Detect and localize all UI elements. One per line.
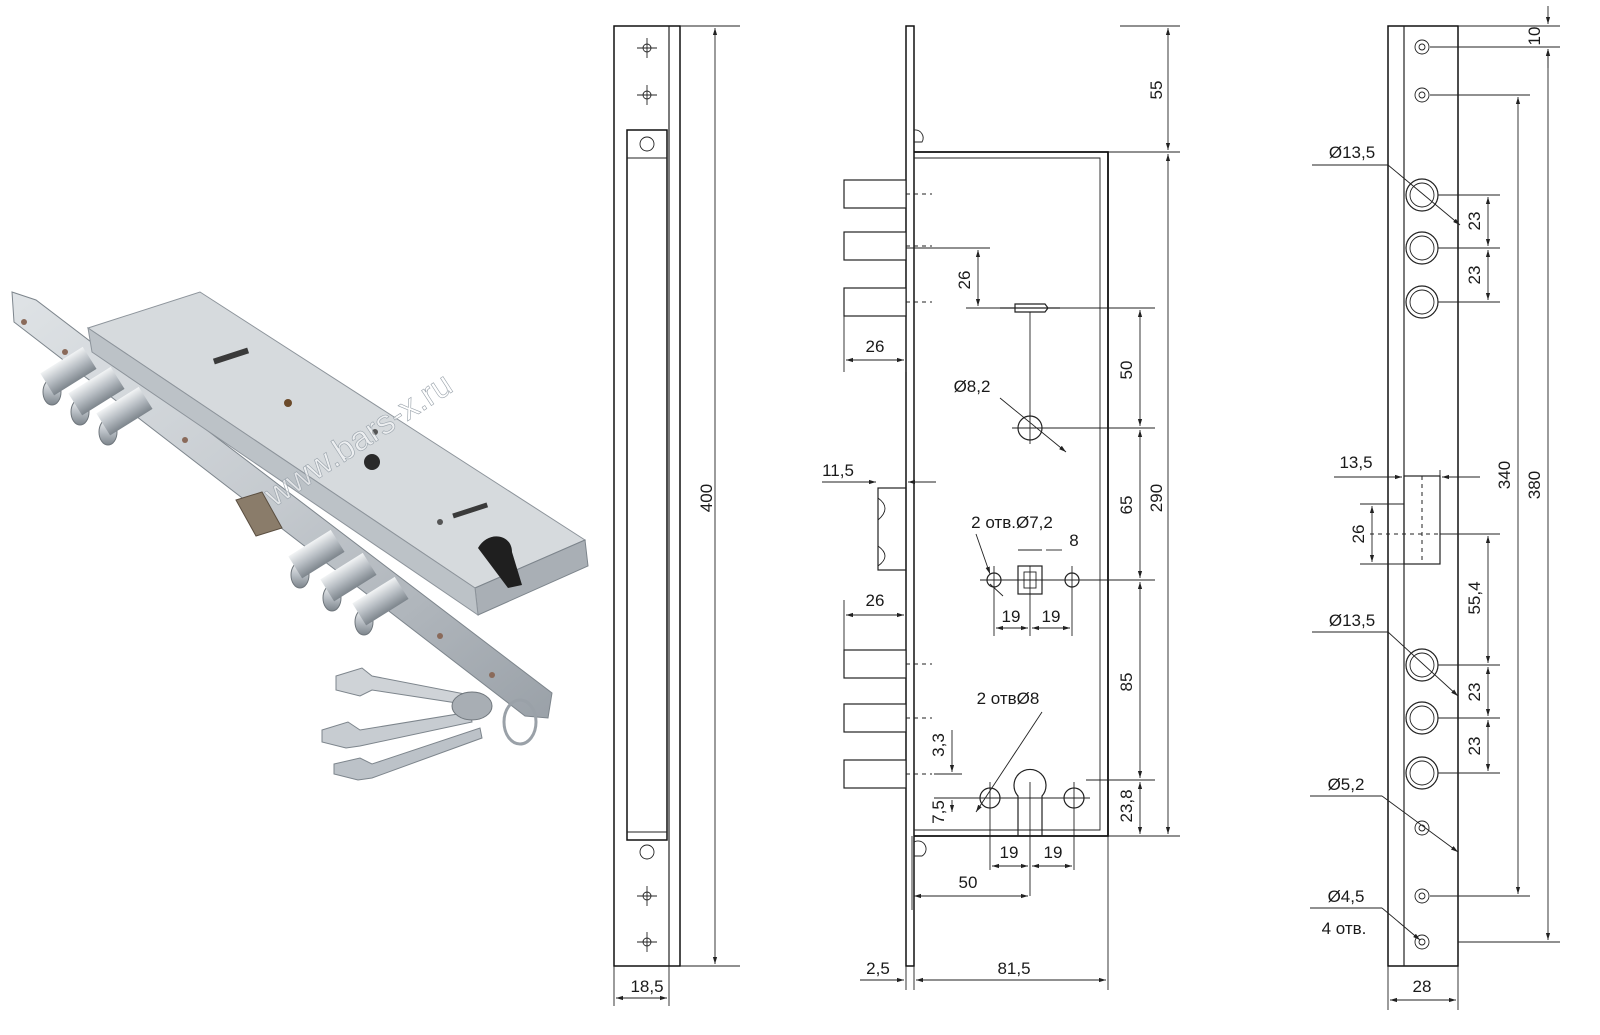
dim-overall-length: 380 <box>1525 471 1544 499</box>
dim-cyl-hole-offset: 7,5 <box>929 800 948 824</box>
lock-faceplate <box>905 25 915 967</box>
dim-screw-hole-small: Ø4,5 <box>1328 887 1365 906</box>
strike-screw-hole-icon <box>637 38 657 952</box>
dim-cyl-offset: 3,3 <box>929 733 948 757</box>
dim-bolt-length: 26 <box>866 337 885 356</box>
dim-backset: 50 <box>959 873 978 892</box>
lock-case-outline <box>914 151 1109 837</box>
lower-bolts <box>288 529 409 636</box>
dim-bolt-pitch-lower-1: 23 <box>1465 683 1484 702</box>
dim-bolt-pitch-upper-1: 23 <box>1465 212 1484 231</box>
dim-bolt-hole-upper: Ø13,5 <box>1329 143 1375 162</box>
cylinder-cutout-icon <box>478 536 522 588</box>
dim-latch-height: 26 <box>1349 525 1368 544</box>
latch-bolt <box>235 491 283 537</box>
dim-mount-spacing: 340 <box>1495 461 1514 489</box>
dim-latch-to-bolt: 55,4 <box>1465 581 1484 614</box>
dim-lower-bolt-length: 26 <box>866 591 885 610</box>
dim-latch-offset: 11,5 <box>822 461 854 480</box>
dim-faceplate-width: 28 <box>1413 977 1432 996</box>
lock-latch <box>877 487 907 571</box>
dim-hole-spacing-top: 50 <box>1117 361 1136 380</box>
strike-plate-slot <box>626 129 668 841</box>
cylinder-cutout-drawing-icon <box>1013 768 1047 836</box>
dim-screw-hole-count: 4 отв. <box>1322 919 1367 938</box>
dim-hole-spacing-mid: 65 <box>1117 496 1136 515</box>
dim-spacing-right: 19 <box>1042 607 1061 626</box>
keys-icon <box>321 667 538 781</box>
upper-bolts <box>40 346 153 446</box>
dim-hole-spacing-low: 85 <box>1117 673 1136 692</box>
strike-plate-view: 400 18,5 <box>613 25 740 1006</box>
dim-strike-width: 18,5 <box>630 977 663 996</box>
dim-spindle-hole: Ø8,2 <box>954 377 991 396</box>
lock-body-view: 26 26 55 290 Ø8,2 50 65 85 23,8 <box>822 25 1180 990</box>
dim-body-bottom: 23,8 <box>1117 789 1136 822</box>
dim-bolt-pitch-upper-2: 23 <box>1465 266 1484 285</box>
dim-latch-width: 13,5 <box>1339 453 1372 472</box>
dim-body-height: 290 <box>1147 484 1166 512</box>
dim-spacing-left: 19 <box>1002 607 1021 626</box>
dim-two-holes-upper: 2 отв.Ø7,2 <box>971 513 1053 532</box>
dim-screw-hole-large: Ø5,2 <box>1328 775 1365 794</box>
dim-strike-height: 400 <box>697 484 716 512</box>
lock-bolts <box>843 179 932 789</box>
dim-case-depth: 81,5 <box>997 959 1030 978</box>
faceplate-strip <box>11 291 553 719</box>
dim-bolt-pitch: 26 <box>955 271 974 290</box>
faceplate-view: 10 380 340 23 23 Ø13,5 13,5 26 <box>1310 6 1560 1010</box>
dim-top-offset: 10 <box>1525 27 1544 46</box>
lock-photo: www.bars-x.ru <box>11 291 589 781</box>
dim-bolt-pitch-lower-2: 23 <box>1465 737 1484 756</box>
dim-body-top: 55 <box>1147 81 1166 100</box>
bolt-hole-icon <box>1405 178 1439 790</box>
dim-cyl-spacing-right: 19 <box>1044 843 1063 862</box>
dim-two-holes-lower: 2 отвØ8 <box>977 689 1040 708</box>
dim-faceplate-thickness: 2,5 <box>866 959 890 978</box>
dim-cyl-spacing-left: 19 <box>1000 843 1019 862</box>
dim-bolt-hole-lower: Ø13,5 <box>1329 611 1375 630</box>
spindle-hole-icon <box>364 454 380 470</box>
dim-square: 8 <box>1069 531 1078 550</box>
